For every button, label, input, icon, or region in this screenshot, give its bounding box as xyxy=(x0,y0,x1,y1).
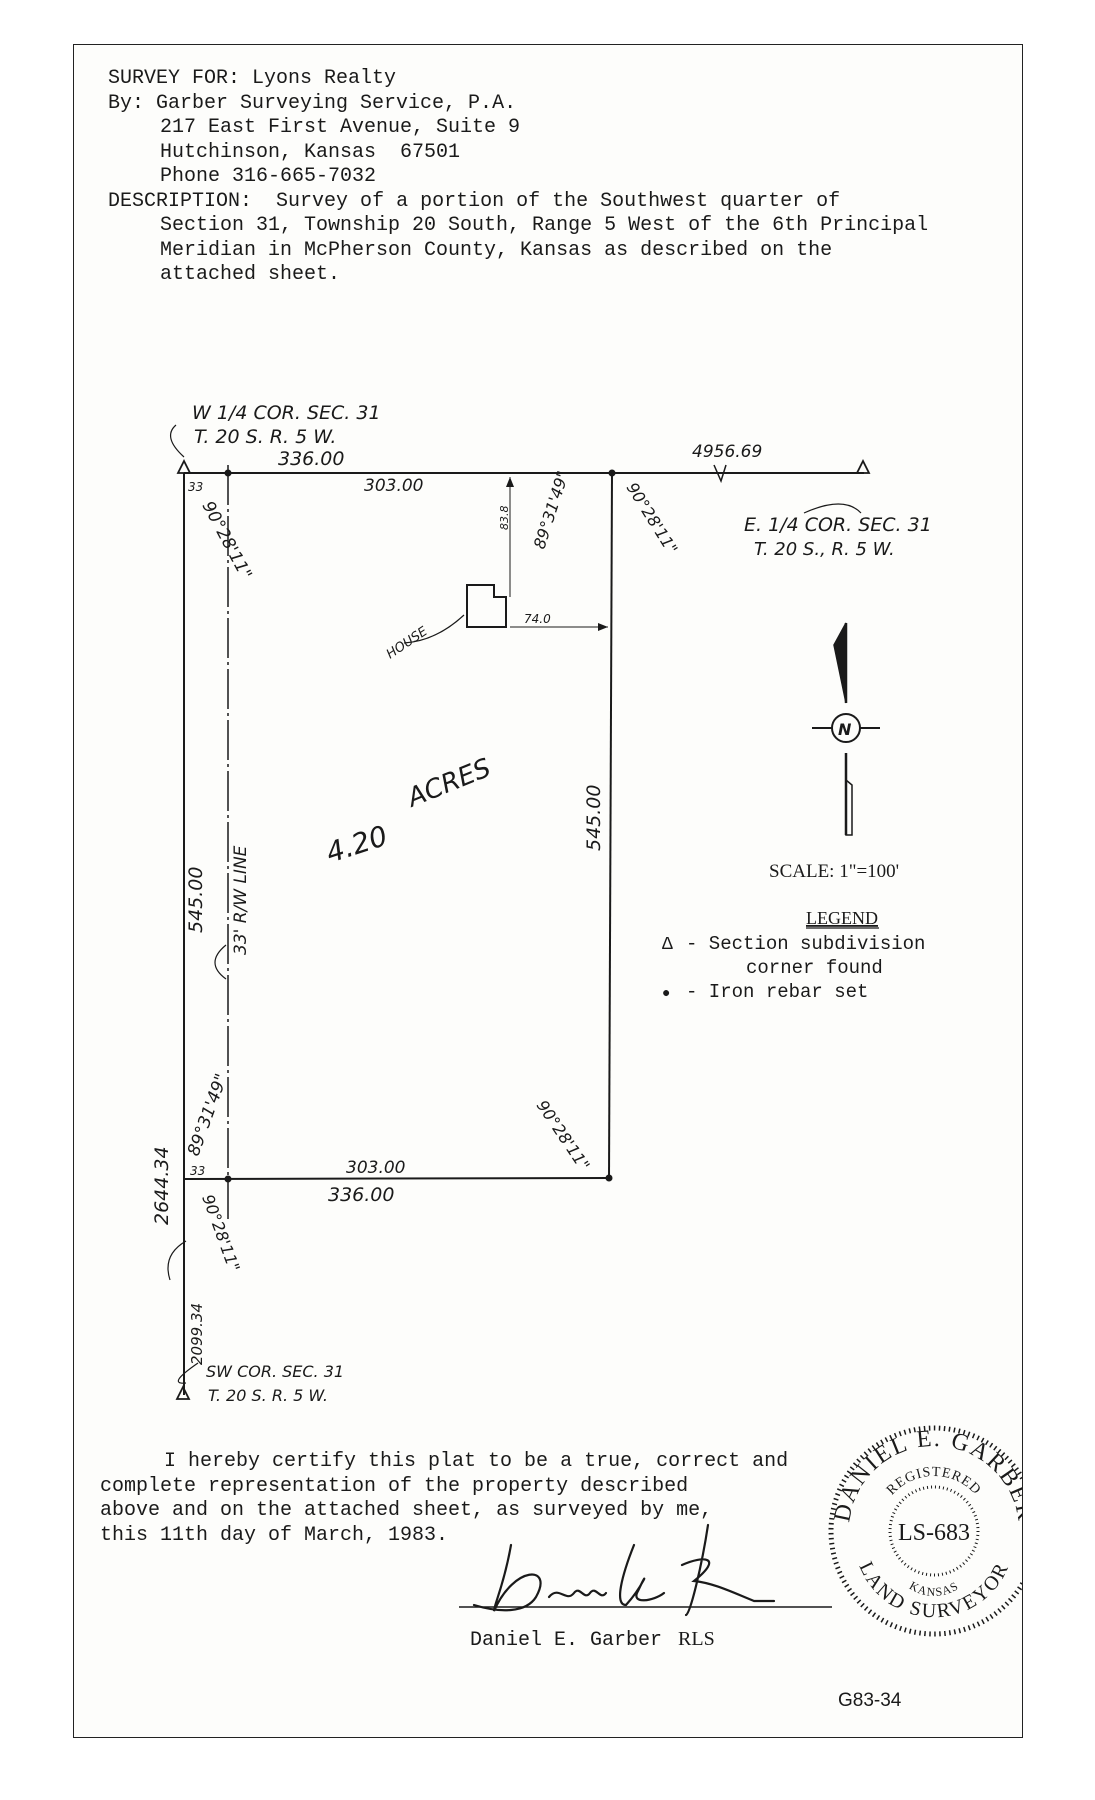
nw-corner-label-2: T. 20 S. R. 5 W. xyxy=(194,426,336,448)
top-outer-dimension: 336.00 xyxy=(278,448,344,470)
property-east-line xyxy=(608,472,613,1179)
rebar-nw xyxy=(224,469,232,477)
angle-sw-inner: 89°31'49" xyxy=(184,1071,232,1159)
angle-sw-outer: 90°28'11" xyxy=(198,1192,244,1274)
corner-found-e xyxy=(855,458,871,474)
row-leader xyxy=(214,944,227,980)
address-line-1: 217 East First Avenue, Suite 9 xyxy=(160,116,521,139)
seal-license: LS-683 xyxy=(898,1520,970,1546)
description-line-4: attached sheet. xyxy=(160,263,341,286)
row-line-label: 33' R/W LINE xyxy=(231,845,251,955)
corner-found-nw xyxy=(176,458,192,474)
certification: I hereby certify this plat to be a true,… xyxy=(100,1450,820,1548)
house-north-distance: 83.8 xyxy=(498,506,511,531)
phone: Phone 316-665-7032 xyxy=(160,165,377,188)
legend-dot-symbol: ● xyxy=(662,986,670,1002)
long-line-dimension: 4956.69 xyxy=(692,442,762,462)
description-line-1: Survey of a portion of the Southwest qua… xyxy=(276,189,841,213)
signature-scribble xyxy=(472,1523,776,1617)
sw-corner-label-2: T. 20 S. R. 5 W. xyxy=(208,1386,328,1405)
south-to-corner-distance: 2099.34 xyxy=(188,1303,206,1365)
signer-name: Daniel E. Garber xyxy=(470,1629,663,1652)
seal-state: KANSAS xyxy=(907,1578,960,1599)
plat-drawing: W 1/4 COR. SEC. 31 T. 20 S. R. 5 W. 336.… xyxy=(151,402,1022,1637)
dim-leader xyxy=(167,1240,187,1281)
row-offset-bottom: 33 xyxy=(190,1164,205,1178)
certification-line-1: I hereby certify this plat to be a true,… xyxy=(164,1450,789,1473)
corner-found-sw xyxy=(175,1384,191,1400)
angle-nw: 90°28'11" xyxy=(198,498,256,583)
sw-corner-leader xyxy=(177,1362,199,1384)
legend-triangle-symbol: Δ xyxy=(662,935,673,955)
acreage-value: 4.20 xyxy=(322,819,391,870)
line-break-mark xyxy=(713,464,727,484)
house-label: HOUSE xyxy=(384,624,431,663)
house-outline xyxy=(466,584,507,628)
dim-arrow xyxy=(506,477,514,487)
rebar-se xyxy=(605,1174,613,1182)
certification-line-4: this 11th day of March, 1983. xyxy=(100,1523,449,1547)
dim-arrow xyxy=(598,623,608,631)
east-dimension: 545.00 xyxy=(583,785,605,851)
certification-line-2: complete representation of the property … xyxy=(100,1474,689,1498)
legend-item-1-line-1: - Section subdivision xyxy=(686,933,925,955)
legend-item-1-line-2: corner found xyxy=(746,957,883,979)
rebar-sw xyxy=(224,1175,232,1183)
property-south-line xyxy=(183,1177,610,1180)
legend-item-2: - Iron rebar set xyxy=(686,981,868,1003)
address-line-2: Hutchinson, Kansas 67501 xyxy=(160,140,461,164)
e-corner-label-2: T. 20 S., R. 5 W. xyxy=(754,539,895,560)
north-symbol: N xyxy=(838,720,852,739)
description-line-2: Section 31, Township 20 South, Range 5 W… xyxy=(160,214,929,237)
legend-title: LEGEND xyxy=(806,908,878,928)
angle-se: 90°28'11" xyxy=(533,1097,594,1175)
bottom-inner-dimension: 303.00 xyxy=(346,1158,405,1178)
document-number: G83-34 xyxy=(838,1690,902,1711)
house-leader xyxy=(403,614,465,644)
sw-corner-label-1: SW COR. SEC. 31 xyxy=(206,1362,344,1381)
seal-registered-text: REGISTERED xyxy=(884,1465,984,1498)
e-corner-label-1: E. 1/4 COR. SEC. 31 xyxy=(744,514,932,536)
bottom-outer-dimension: 336.00 xyxy=(328,1184,394,1206)
rebar-ne xyxy=(608,469,616,477)
signer-title: RLS xyxy=(678,1628,715,1650)
top-inner-dimension: 303.00 xyxy=(364,476,423,496)
house-east-distance: 74.0 xyxy=(524,612,551,626)
scale-label: SCALE: 1"=100' xyxy=(769,861,899,882)
description: DESCRIPTION: Survey of a portion of the … xyxy=(108,190,928,215)
nw-corner-leader xyxy=(169,424,185,458)
west-dimension: 545.00 xyxy=(185,867,207,933)
signer: Daniel E. Garber RLS xyxy=(470,1628,715,1652)
nw-corner-label-1: W 1/4 COR. SEC. 31 xyxy=(192,402,381,424)
surveyor-seal: DANIEL E. GARBER REGISTERED LS-683 KANSA… xyxy=(828,1425,1022,1637)
surveyor-name: By: Garber Surveying Service, P.A. xyxy=(108,91,517,115)
section-line-total: 2644.34 xyxy=(151,1146,173,1225)
description-label: DESCRIPTION: xyxy=(108,189,253,213)
seal-state-text: KANSAS xyxy=(907,1578,961,1599)
seal-registered: REGISTERED xyxy=(884,1465,983,1498)
angle-ne-outer: 90°28'11" xyxy=(623,479,682,558)
angle-ne-inner: 89°31'49" xyxy=(530,468,573,551)
certification-line-3: above and on the attached sheet, as surv… xyxy=(100,1499,713,1522)
row-offset-top: 33 xyxy=(188,480,203,494)
acreage-unit: ACRES xyxy=(402,753,496,814)
north-arrow-icon: N xyxy=(812,622,880,836)
e-corner-leader xyxy=(803,503,862,514)
survey-for: SURVEY FOR: Lyons Realty xyxy=(108,67,397,90)
description-line-3: Meridian in McPherson County, Kansas as … xyxy=(160,238,833,262)
